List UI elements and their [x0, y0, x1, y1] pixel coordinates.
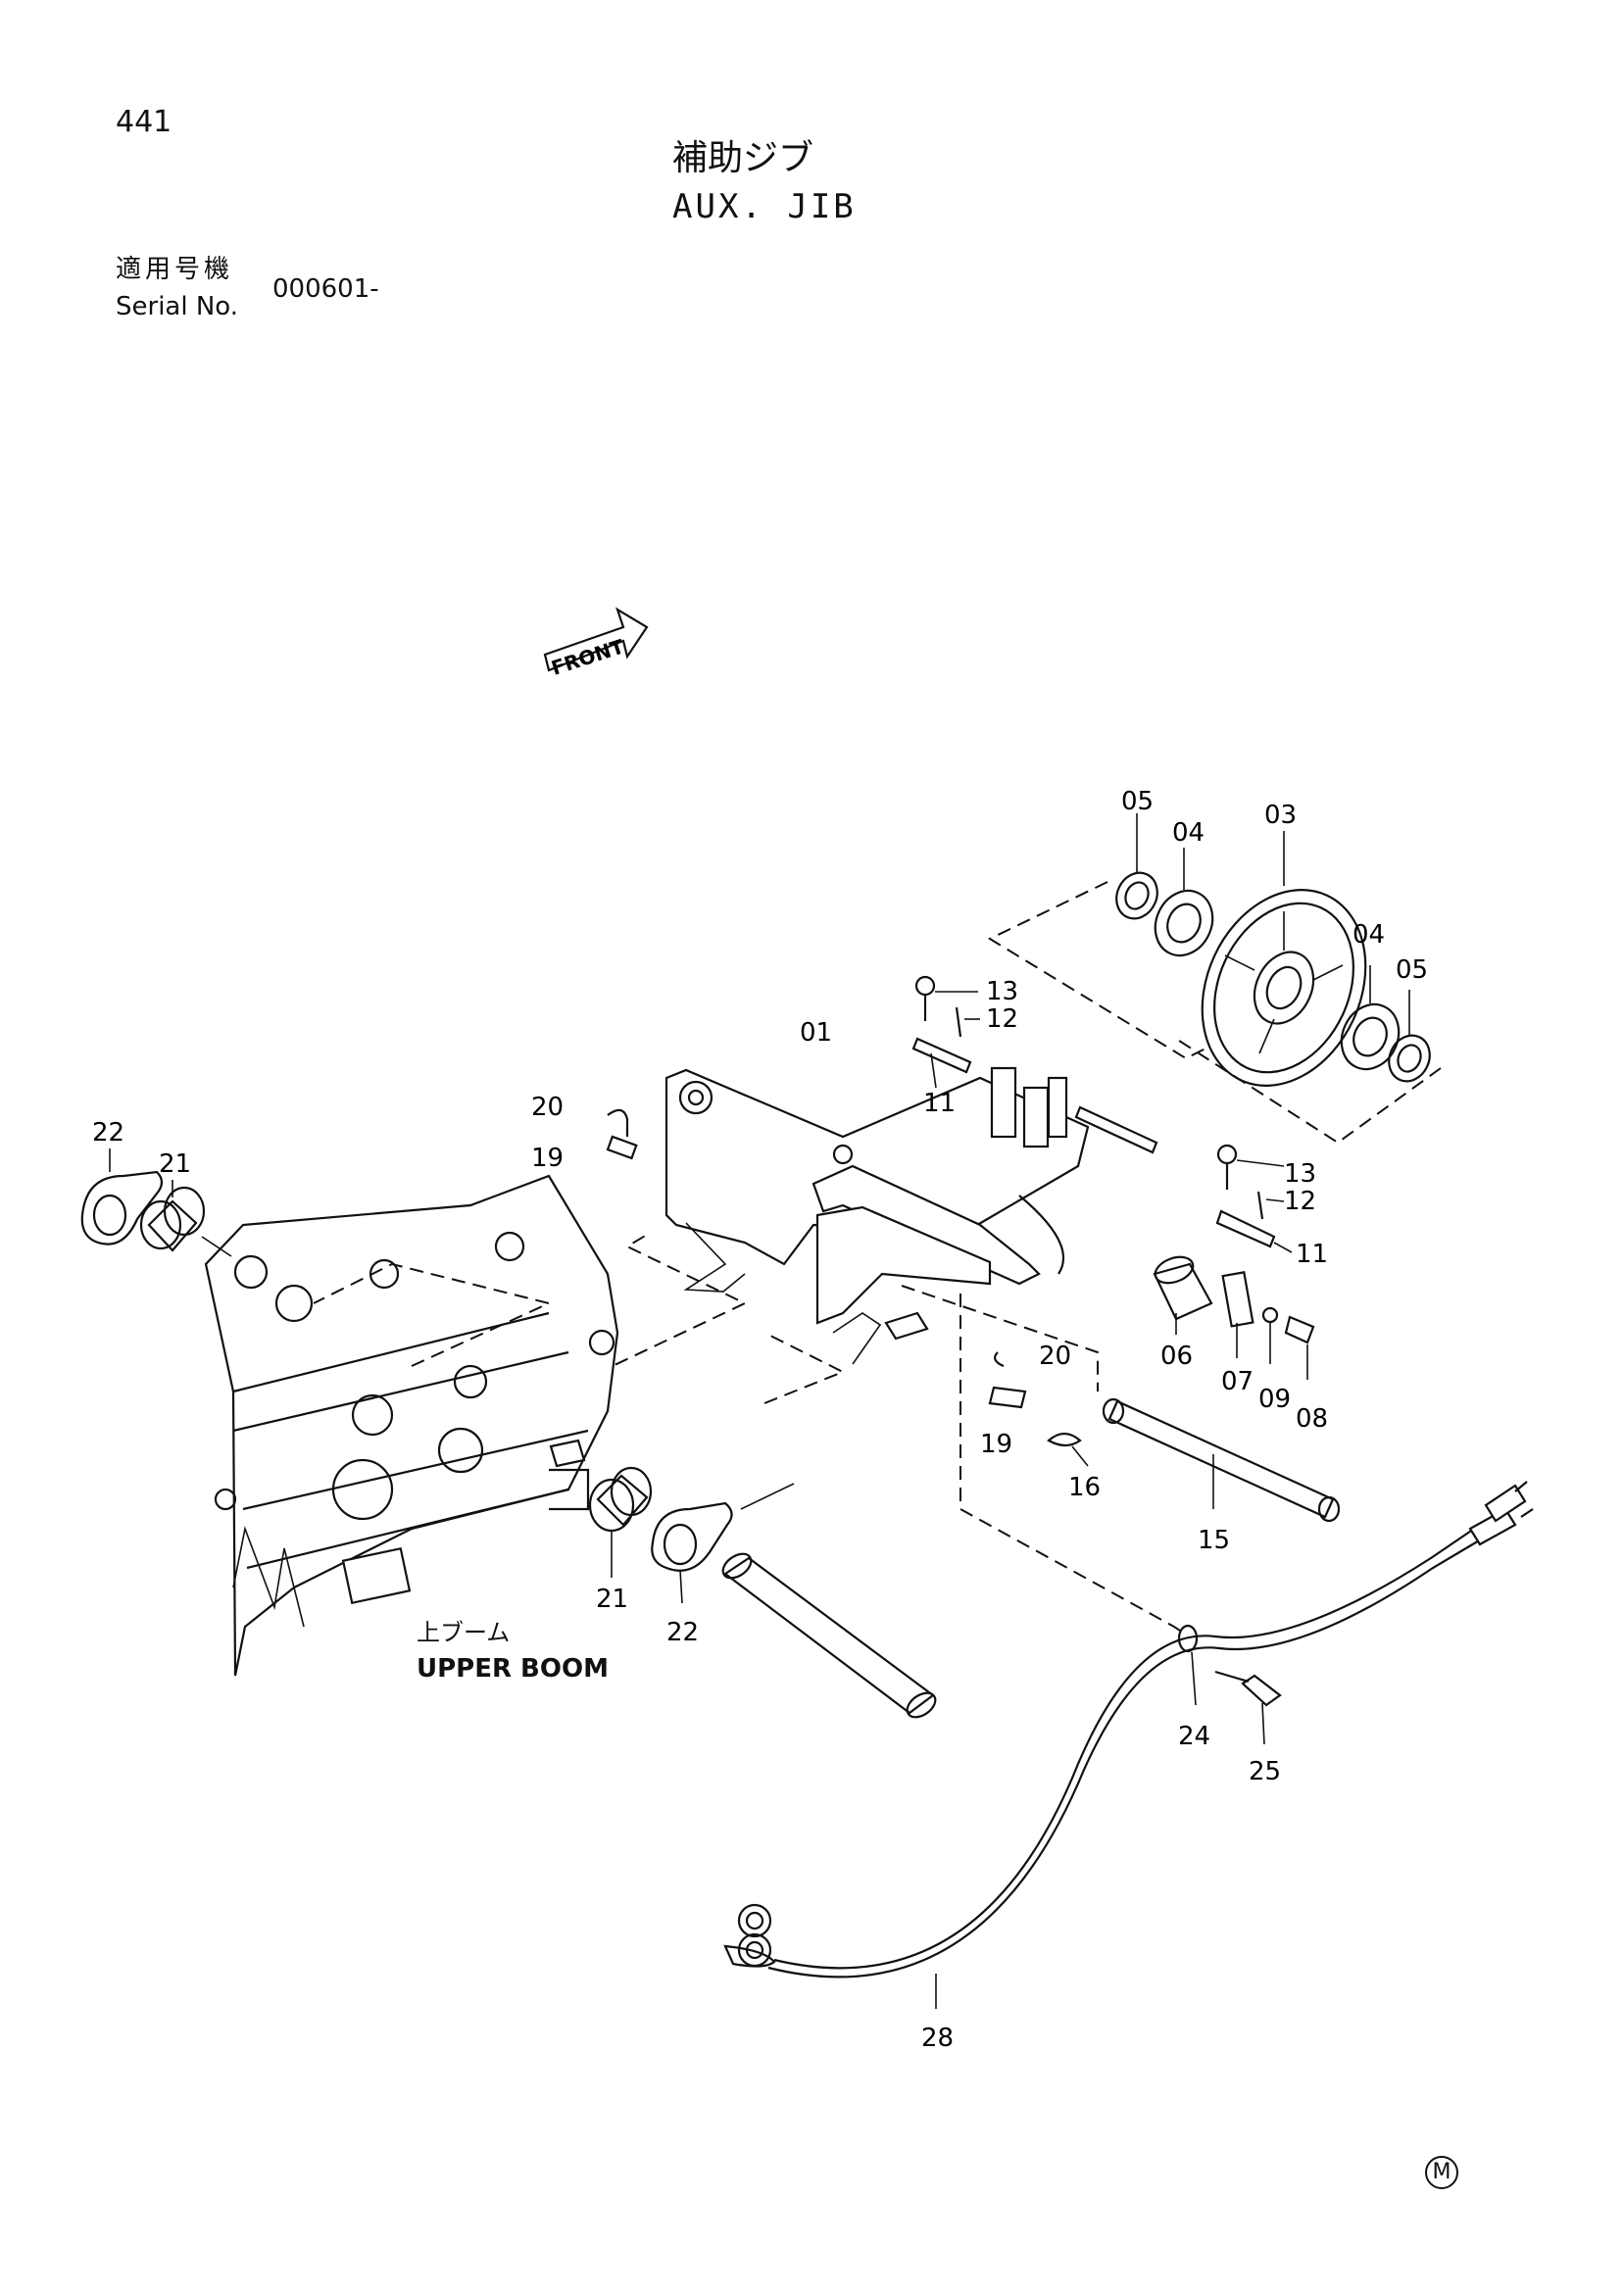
callout-04: 04 — [1352, 920, 1385, 950]
callout-03: 03 — [1264, 801, 1297, 830]
callout-28: 28 — [921, 2024, 954, 2053]
pin-set-upper — [911, 975, 980, 1089]
callout-labels: 05 04 03 04 05 01 13 12 11 13 12 11 20 1… — [92, 787, 1428, 2053]
page-title-english: AUX. JIB — [672, 187, 857, 226]
serial-number-value: 000601- — [272, 274, 379, 304]
serial-label-english: Serial No. — [116, 292, 238, 321]
serial-label-japanese: 適用号機 — [116, 255, 234, 284]
wire-harness — [723, 1294, 1534, 2009]
long-pin — [901, 1285, 1341, 1523]
upper-boom-label-japanese: 上ブーム — [417, 1619, 511, 1646]
callout-09: 09 — [1258, 1385, 1291, 1414]
callout-04: 04 — [1172, 818, 1205, 848]
loose-pin — [721, 1552, 937, 1719]
callout-19: 19 — [980, 1430, 1012, 1459]
callout-05: 05 — [1121, 787, 1154, 816]
callout-22: 22 — [92, 1118, 124, 1148]
manufacturer-mark: M — [1425, 2156, 1458, 2189]
callout-07: 07 — [1221, 1367, 1254, 1396]
callout-20: 20 — [531, 1093, 564, 1122]
jib-bracket — [595, 1066, 1090, 1404]
bushing-and-plate-parts — [1153, 1255, 1315, 1380]
callout-13: 13 — [1284, 1159, 1316, 1189]
callout-08: 08 — [1296, 1404, 1328, 1434]
page-title-japanese: 補助ジブ — [672, 138, 814, 178]
front-arrow: FRONT — [543, 607, 649, 680]
callout-21: 21 — [159, 1149, 191, 1179]
callout-24: 24 — [1178, 1722, 1210, 1751]
callout-16: 16 — [1068, 1473, 1101, 1502]
callout-25: 25 — [1249, 1757, 1281, 1786]
clip-parts — [606, 1108, 1027, 1409]
callout-01: 01 — [800, 1018, 832, 1048]
bushing-and-washer-parts — [80, 1148, 795, 1604]
callout-11: 11 — [1296, 1240, 1328, 1269]
callout-12: 12 — [1284, 1187, 1316, 1216]
sheave-assembly — [987, 813, 1442, 1145]
callout-21: 21 — [596, 1585, 628, 1614]
upper-boom-label-english: UPPER BOOM — [417, 1654, 609, 1684]
callout-05: 05 — [1396, 955, 1428, 985]
callout-20: 20 — [1039, 1342, 1071, 1371]
callout-12: 12 — [986, 1004, 1018, 1034]
callout-19: 19 — [531, 1144, 564, 1173]
callout-13: 13 — [986, 977, 1018, 1006]
callout-06: 06 — [1160, 1342, 1193, 1371]
callout-22: 22 — [666, 1618, 699, 1647]
page-number: 441 — [116, 105, 172, 139]
pin-set-right — [1074, 1105, 1293, 1253]
upper-boom-structure — [204, 1174, 619, 1677]
callout-15: 15 — [1198, 1526, 1230, 1555]
callout-11: 11 — [923, 1089, 956, 1118]
